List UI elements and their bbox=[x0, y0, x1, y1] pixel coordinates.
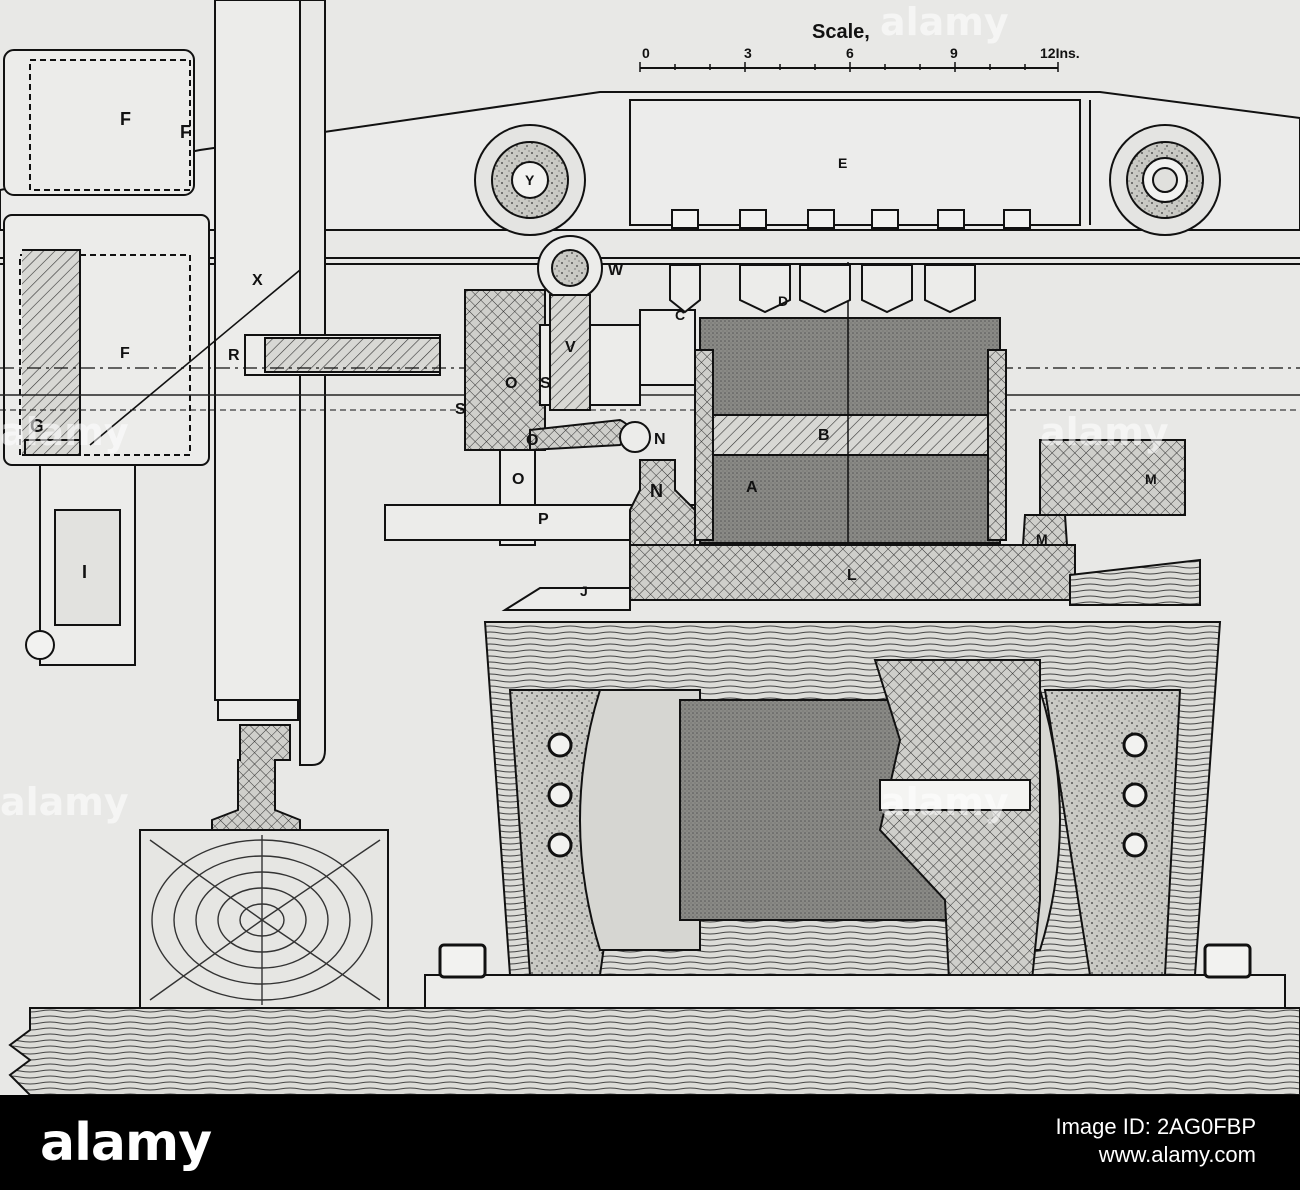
label-j: J bbox=[580, 583, 588, 599]
base-plate-l bbox=[501, 544, 1201, 611]
label-m-2: M bbox=[1036, 531, 1048, 547]
rail bbox=[211, 724, 301, 831]
label-m-1: M bbox=[1145, 471, 1157, 487]
wheel-right bbox=[1109, 124, 1221, 236]
label-g: G bbox=[30, 416, 44, 436]
label-b: B bbox=[818, 427, 830, 444]
scale-tick-3: 3 bbox=[744, 45, 752, 61]
scale-tick-12: 12Ins. bbox=[1040, 45, 1080, 61]
label-o-3: O bbox=[512, 471, 524, 488]
image-id: Image ID: 2AG0FBP bbox=[1055, 1114, 1256, 1139]
label-e: E bbox=[838, 155, 847, 171]
watermark-left: alamy bbox=[0, 410, 129, 454]
footer-bar: alamy Image ID: 2AG0FBP www.alamy.com bbox=[0, 1095, 1300, 1190]
label-p: P bbox=[538, 511, 549, 528]
watermark-top: alamy bbox=[880, 0, 1009, 44]
label-d: D bbox=[778, 293, 788, 309]
lever-link bbox=[529, 418, 651, 453]
site-url[interactable]: www.alamy.com bbox=[1098, 1142, 1256, 1167]
ground-timber bbox=[8, 1007, 1300, 1095]
scale-tick-9: 9 bbox=[950, 45, 958, 61]
label-c: C bbox=[675, 307, 685, 323]
magnet-housing bbox=[424, 621, 1286, 1011]
watermarks: alamy alamy alamy alamy alamy bbox=[0, 0, 1169, 824]
label-i: I bbox=[82, 562, 87, 582]
scale-tick-6: 6 bbox=[846, 45, 854, 61]
beam-bolts bbox=[671, 209, 1031, 229]
left-bogie bbox=[3, 49, 210, 666]
scale-bar: Scale, 0 3 6 9 12Ins. bbox=[639, 21, 1080, 72]
watermark-bottom-left: alamy bbox=[0, 780, 129, 824]
label-v: V bbox=[565, 339, 576, 356]
worm-gear bbox=[537, 235, 603, 411]
label-f-3: F bbox=[120, 345, 130, 362]
label-w: W bbox=[608, 262, 624, 279]
sleeper bbox=[139, 829, 389, 1009]
label-s-1: S bbox=[455, 401, 466, 418]
image-info: Image ID: 2AG0FBP www.alamy.com bbox=[1055, 1113, 1256, 1169]
label-r: R bbox=[228, 347, 240, 364]
part-labels: E F F F G I X R S S O O O V W C D B A N … bbox=[30, 109, 1157, 599]
housing-bolts bbox=[438, 732, 1252, 979]
label-f-2: F bbox=[180, 122, 191, 142]
label-x: X bbox=[252, 272, 263, 289]
label-a: A bbox=[746, 479, 758, 496]
shoe-brackets-d bbox=[669, 264, 976, 314]
watermark-right: alamy bbox=[1040, 410, 1169, 454]
label-y: Y bbox=[525, 172, 535, 188]
scale-tick-0: 0 bbox=[642, 45, 650, 61]
technical-drawing: Scale, 0 3 6 9 12Ins. bbox=[0, 0, 1300, 1095]
vertical-column bbox=[214, 0, 326, 766]
label-o-2: O bbox=[526, 432, 538, 449]
screw-shaft bbox=[0, 269, 1300, 446]
label-o-1: O bbox=[505, 375, 517, 392]
label-n-2: N bbox=[650, 481, 663, 501]
label-f-1: F bbox=[120, 109, 131, 129]
label-n-1: N bbox=[654, 431, 666, 448]
label-s-2: S bbox=[540, 375, 551, 392]
brake-shoe-block bbox=[694, 262, 1007, 545]
wheel-left bbox=[474, 124, 586, 236]
scale-title: Scale, bbox=[812, 21, 870, 43]
watermark-center: alamy bbox=[880, 780, 1009, 824]
label-l: L bbox=[847, 567, 857, 584]
brand-logo[interactable]: alamy bbox=[40, 1113, 212, 1173]
